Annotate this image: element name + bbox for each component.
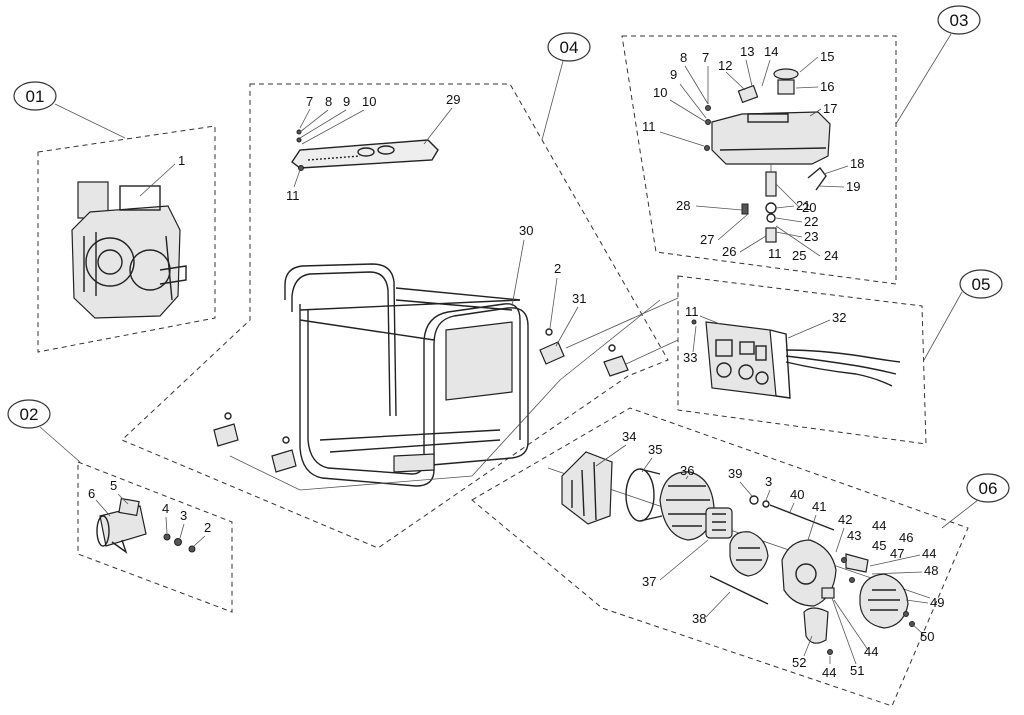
callout-35: 35 (648, 442, 662, 457)
callout-34: 34 (622, 429, 636, 444)
group-04: 04 7 (121, 32, 669, 549)
group-03-badge (937, 5, 981, 35)
callout-40: 40 (790, 487, 804, 502)
group-05: 05 11 32 33 (565, 269, 1003, 445)
group-05-badge (959, 269, 1003, 299)
callout-17: 17 (823, 101, 837, 116)
callout-27: 27 (700, 232, 714, 247)
callout-39: 39 (728, 466, 742, 481)
group-02-badge (7, 399, 51, 429)
callout-23: 23 (804, 229, 818, 244)
callout-33: 33 (683, 350, 697, 365)
callout-3b: 3 (765, 474, 772, 489)
group-05-label: 05 (972, 275, 991, 294)
callout-44: 44 (872, 518, 886, 533)
callout-52: 52 (792, 655, 806, 670)
group-06-badge (966, 473, 1010, 503)
callout-7: 7 (702, 50, 709, 65)
callout-12: 12 (718, 58, 732, 73)
group-02: 02 5 6 4 3 2 (7, 399, 233, 613)
callout-46: 46 (899, 530, 913, 545)
callout-11c: 11 (286, 188, 300, 203)
callout-44c: 44 (864, 644, 878, 659)
group-04-label: 04 (560, 38, 579, 57)
callout-38: 38 (692, 611, 706, 626)
callout-41: 41 (812, 499, 826, 514)
control-panel-drawing (691, 319, 901, 399)
callout-25: 25 (792, 248, 806, 263)
callout-45: 45 (872, 538, 886, 553)
callout-5: 5 (110, 478, 117, 493)
callout-43: 43 (847, 528, 861, 543)
engine-drawing (71, 181, 187, 319)
callout-11b: 11 (768, 246, 782, 261)
callout-36: 36 (680, 463, 694, 478)
callout-24: 24 (824, 248, 838, 263)
group-03: 03 8 7 13 14 15 12 16 9 10 17 (621, 5, 981, 285)
callout-26: 26 (722, 244, 736, 259)
alternator-drawing (561, 451, 915, 655)
group-01-badge (13, 81, 57, 111)
frame-drawing (213, 129, 661, 491)
callout-18: 18 (850, 156, 864, 171)
group-06: 06 (471, 407, 1010, 707)
fuel-tank-drawing (704, 68, 831, 243)
group-03-label: 03 (950, 11, 969, 30)
group-06-label: 06 (979, 479, 998, 498)
callout-42: 42 (838, 512, 852, 527)
callout-8: 8 (680, 50, 687, 65)
group-01-label: 01 (26, 87, 45, 106)
callout-37: 37 (642, 574, 656, 589)
callout-10b: 10 (362, 94, 376, 109)
callout-2b: 2 (554, 261, 561, 276)
callout-4: 4 (162, 501, 169, 516)
callout-6: 6 (88, 486, 95, 501)
callout-19: 19 (846, 179, 860, 194)
callout-3: 3 (180, 508, 187, 523)
callout-31: 31 (572, 291, 586, 306)
callout-8b: 8 (325, 94, 332, 109)
group-01: 01 1 (13, 81, 216, 353)
callout-49: 49 (930, 595, 944, 610)
callout-2: 2 (204, 520, 211, 535)
callout-44d: 44 (822, 665, 836, 680)
callout-47: 47 (890, 546, 904, 561)
callout-11: 11 (642, 119, 656, 134)
callout-20: 20 (802, 200, 816, 215)
callout-22: 22 (804, 214, 818, 229)
muffler-drawing (96, 497, 196, 554)
callout-28: 28 (676, 198, 690, 213)
callout-32: 32 (832, 310, 846, 325)
callout-50: 50 (920, 629, 934, 644)
callout-14: 14 (764, 44, 778, 59)
callout-9b: 9 (343, 94, 350, 109)
callout-21: 21 (796, 198, 810, 213)
callout-30: 30 (519, 223, 533, 238)
callout-48: 48 (924, 563, 938, 578)
callout-1: 1 (178, 153, 185, 168)
callout-29: 29 (446, 92, 460, 107)
group-04-badge (547, 32, 591, 62)
group-02-label: 02 (20, 405, 39, 424)
callout-51: 51 (850, 663, 864, 678)
callout-11d: 11 (685, 304, 699, 319)
callout-44b: 44 (922, 546, 936, 561)
callout-9: 9 (670, 67, 677, 82)
callout-15: 15 (820, 49, 834, 64)
callout-10: 10 (653, 85, 667, 100)
callout-7b: 7 (306, 94, 313, 109)
callout-13: 13 (740, 44, 754, 59)
callout-16: 16 (820, 79, 834, 94)
